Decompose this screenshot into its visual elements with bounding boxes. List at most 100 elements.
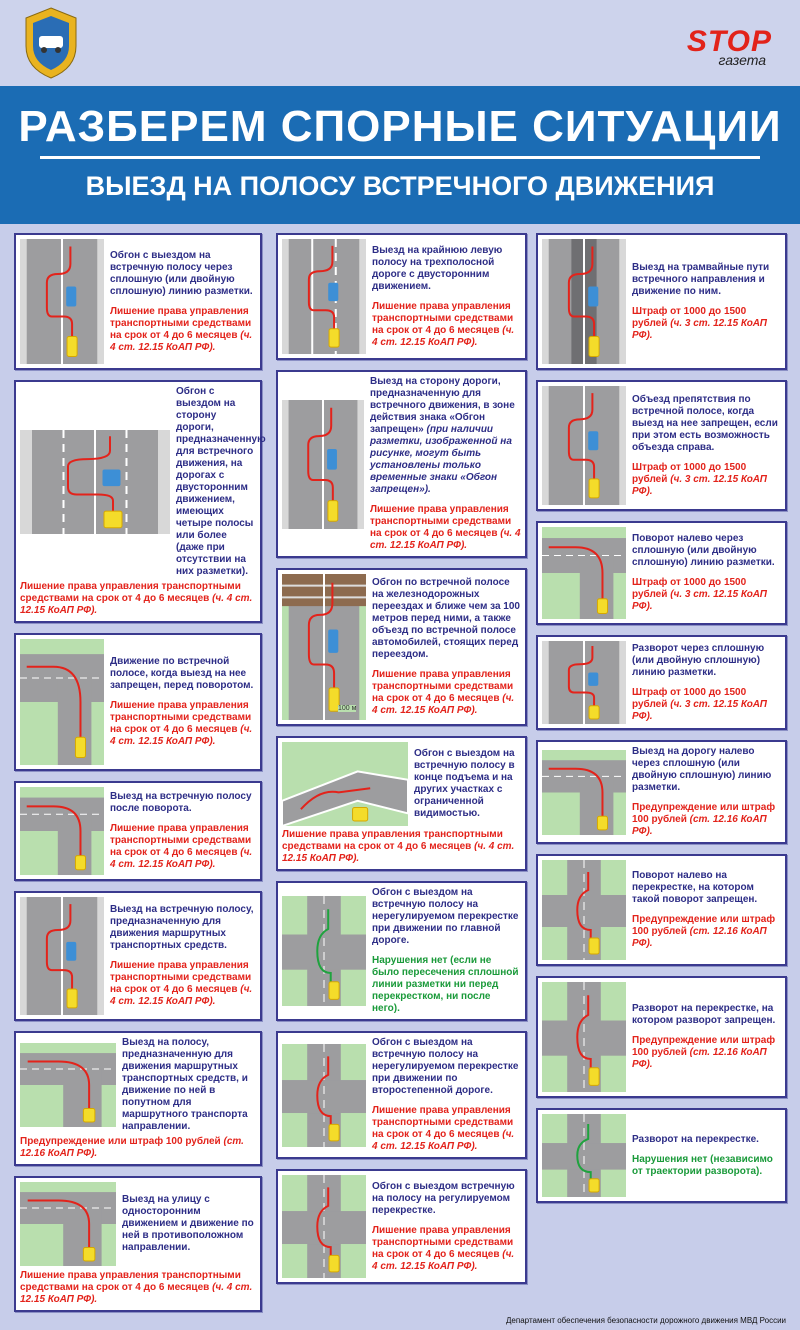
- situation-card: Объезд препятствия по встречной полосе, …: [536, 380, 787, 511]
- card-text: Обгон с выездом на встречную полосу на н…: [372, 1037, 521, 1153]
- four-lane-road-diagram-icon: [20, 386, 170, 578]
- logo-stop: STOP: [686, 25, 772, 58]
- situation-card: Выезд на сторону дороги, предназначенную…: [276, 370, 527, 558]
- situation-card: Разворот на перекрестке. Нарушения нет (н…: [536, 1108, 787, 1203]
- one-way-street-diagram-icon: [20, 1182, 116, 1267]
- penalty-value: Лишение права управления транспортными с…: [372, 1105, 514, 1140]
- penalty-text: Штраф от 1000 до 1500 рублей (ч. 3 ст. 1…: [632, 462, 781, 498]
- title-band: РАЗБЕРЕМ СПОРНЫЕ СИТУАЦИИ ВЫЕЗД НА ПОЛОС…: [0, 86, 800, 224]
- situation-description: Обгон по встречной полосе на железнодоро…: [372, 577, 521, 661]
- obstacle-bypass-diagram-icon: [542, 386, 626, 505]
- penalty-value: Предупреждение или штраф 100 рублей: [20, 1136, 221, 1147]
- penalty-text: Лишение права управления транспортными с…: [372, 1105, 521, 1153]
- bus-lane-junction-diagram-icon: [20, 1037, 116, 1133]
- description-text: Выезд на сторону дороги, предназначенную…: [370, 376, 515, 435]
- card-text: Объезд препятствия по встречной полосе, …: [632, 394, 781, 498]
- penalty-value: Лишение права управления транспортными с…: [110, 305, 252, 341]
- description-note: (при наличии разметки, изображенной на р…: [370, 424, 512, 495]
- description-text: Поворот налево на перекрестке, на которо…: [632, 870, 758, 905]
- penalty-value: Предупреждение или штраф 100 рублей: [632, 914, 776, 937]
- situation-description: Выезд на встречную полосу после поворота…: [110, 791, 256, 815]
- situation-card: Выезд на дорогу налево через сплошную (и…: [536, 740, 787, 844]
- penalty-text: Лишение права управления транспортными с…: [370, 504, 521, 552]
- card-text: Выезд на встречную полосу, предназначенн…: [110, 904, 256, 1008]
- card-text: Разворот через сплошную (или двойную спл…: [632, 643, 781, 723]
- description-text: Выезд на улицу с односторонним движением…: [122, 1194, 254, 1254]
- card-text: Обгон с выездом на встречную полосу на н…: [372, 887, 521, 1015]
- situation-description: Обгон с выездом на встречную полосу чере…: [110, 250, 256, 298]
- law-reference: (ч. 4 ст. 12.15 КоАП РФ).: [282, 841, 515, 864]
- description-text: Разворот на перекрестке, на котором разв…: [632, 1003, 776, 1026]
- card-text: Выезд на улицу с односторонним движением…: [122, 1194, 256, 1254]
- left-exit-diagram-icon: [542, 746, 626, 838]
- card-text: Обгон с выездом на встречную полосу в ко…: [414, 748, 521, 820]
- description-text: Выезд на дорогу налево через сплошную (и…: [632, 746, 772, 793]
- card-text: Движение по встречной полосе, когда выез…: [110, 656, 256, 748]
- road-overtake-diagram-icon: [20, 239, 104, 364]
- penalty-value: Штраф от 1000 до 1500 рублей: [632, 686, 747, 710]
- description-text: Разворот на перекрестке.: [632, 1133, 759, 1145]
- situation-card: Движение по встречной полосе, когда выез…: [14, 633, 262, 771]
- penalty-text: Нарушения нет (если не было пересечения …: [372, 955, 521, 1015]
- law-reference: (ч. 3 ст. 12.15 КоАП РФ).: [632, 473, 767, 497]
- card-text: Выезд на встречную полосу после поворота…: [110, 791, 256, 871]
- situation-card: Выезд на встречную полосу после поворота…: [14, 781, 262, 881]
- description-text: Объезд препятствия по встречной полосе, …: [632, 393, 778, 453]
- law-reference: (ст. 12.16 КоАП РФ).: [20, 1136, 244, 1159]
- law-reference: (ч. 4 ст. 12.15 КоАП РФ).: [372, 1129, 515, 1152]
- penalty-value: Нарушения нет (независимо от траектории …: [632, 1153, 773, 1177]
- law-reference: (ст. 12.16 КоАП РФ).: [632, 1047, 767, 1070]
- card-text: Разворот на перекрестке, на котором разв…: [632, 1003, 781, 1071]
- description-text: Обгон с выездом на встречную полосу на н…: [372, 887, 519, 946]
- signal-intersection-diagram-icon: [282, 1175, 366, 1278]
- after-turn-diagram-icon: [20, 787, 104, 875]
- penalty-text: Предупреждение или штраф 100 рублей (ст.…: [20, 1136, 256, 1160]
- penalty-text: Лишение права управления транспортными с…: [20, 1270, 256, 1306]
- description-text: Выезд на встречную полосу, предназначенн…: [110, 904, 254, 951]
- penalty-value: Штраф от 1000 до 1500 рублей: [632, 305, 747, 329]
- law-reference: (ч. 3 ст. 12.15 КоАП РФ).: [632, 698, 767, 722]
- card-text: Обгон с выездом на встречную полосу чере…: [110, 250, 256, 354]
- situation-card: Обгон с выездом на встречную полосу в ко…: [276, 736, 527, 871]
- cards-column-middle: Выезд на крайнюю левую полосу на трехпол…: [276, 233, 527, 1284]
- card-text: Поворот налево на перекрестке, на которо…: [632, 870, 781, 950]
- card-text: Выезд на полосу, предназначенную для дви…: [122, 1037, 256, 1133]
- description-text: Обгон с выездом на встречную полосу чере…: [110, 249, 253, 297]
- penalty-text: Лишение права управления транспортными с…: [110, 700, 256, 748]
- law-reference: (ст. 12.16 КоАП РФ).: [632, 814, 767, 837]
- description-text: Движение по встречной полосе, когда выез…: [110, 656, 254, 691]
- card-text: Разворот на перекрестке. Нарушения нет (н…: [632, 1134, 781, 1178]
- penalty-text: Лишение права управления транспортными с…: [110, 823, 256, 871]
- stop-gazeta-logo: STOP газета: [686, 25, 772, 69]
- penalty-text: Лишение права управления транспортными с…: [110, 306, 256, 354]
- distance-label: 100 м: [338, 705, 357, 712]
- situation-card: Обгон с выездом на встречную полосу на н…: [276, 1031, 527, 1159]
- situation-description: Выезд на сторону дороги, предназначенную…: [370, 376, 521, 496]
- penalty-value: Штраф от 1000 до 1500 рублей: [632, 461, 747, 485]
- penalty-text: Лишение права управления транспортными с…: [282, 829, 521, 865]
- card-text: Обгон с выездом встречную на полосу на р…: [372, 1181, 521, 1273]
- card-text: Выезд на трамвайные пути встречного напр…: [632, 262, 781, 342]
- description-text: Обгон с выездом на встречную полосу в ко…: [414, 748, 515, 819]
- situation-card: Обгон с выездом на встречную полосу чере…: [14, 233, 262, 370]
- main-road-intersection-diagram-icon: [282, 887, 366, 1015]
- law-reference: (ч. 4 ст. 12.15 КоАП РФ).: [110, 724, 253, 747]
- description-text: Поворот налево через сплошную (или двойн…: [632, 533, 775, 568]
- penalty-text: Предупреждение или штраф 100 рублей (ст.…: [632, 914, 781, 950]
- situation-card: Выезд на полосу, предназначенную для дви…: [14, 1031, 262, 1166]
- situation-card: Выезд на встречную полосу, предназначенн…: [14, 891, 262, 1021]
- penalty-text: Штраф от 1000 до 1500 рублей (ч. 3 ст. 1…: [632, 306, 781, 342]
- description-text: Обгон с выездом на сторону дороги, предн…: [176, 386, 266, 577]
- penalty-value: Предупреждение или штраф 100 рублей: [632, 1035, 776, 1058]
- penalty-value: Лишение права управления транспортными с…: [372, 669, 514, 704]
- description-text: Обгон с выездом на встречную полосу на н…: [372, 1037, 519, 1096]
- card-text: Выезд на сторону дороги, предназначенную…: [370, 376, 521, 552]
- law-reference: (ч. 4 ст. 12.15 КоАП РФ).: [370, 528, 521, 551]
- logo-gazeta: газета: [718, 52, 767, 68]
- situation-card: Обгон с выездом на встречную полосу на н…: [276, 881, 527, 1021]
- penalty-value: Лишение права управления транспортными с…: [372, 1224, 514, 1260]
- penalty-value: Нарушения нет (если не было пересечения …: [372, 955, 519, 1014]
- penalty-text: Лишение права управления транспортными с…: [110, 960, 256, 1008]
- law-reference: (ч. 4 ст. 12.15 КоАП РФ).: [110, 984, 253, 1007]
- penalty-value: Лишение права управления транспортными с…: [282, 829, 503, 852]
